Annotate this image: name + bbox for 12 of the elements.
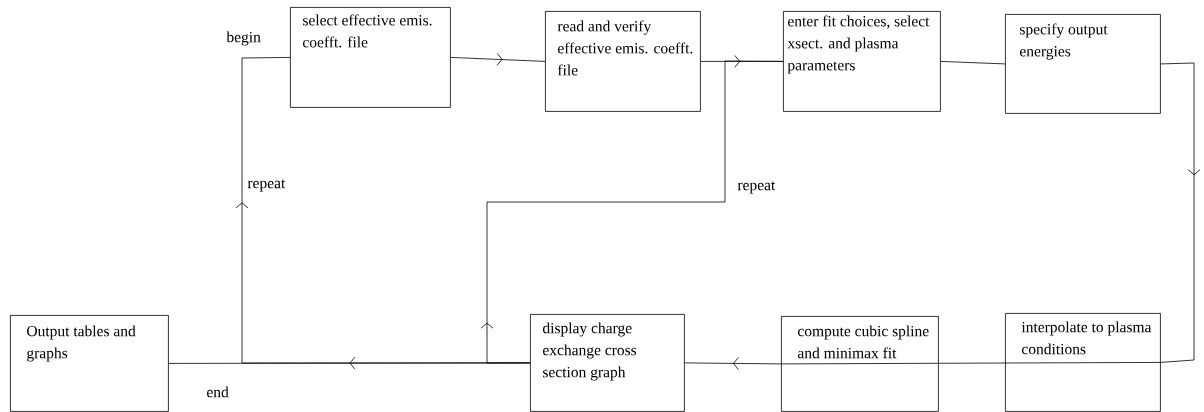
process-box: Output tables and graphs	[10, 315, 169, 412]
text-label: begin	[226, 31, 261, 46]
process-box: select effective emis. coefft. file	[290, 7, 451, 108]
process-box: compute cubic spline and minimax fit	[781, 316, 939, 412]
process-box: display charge exchange cross section graph	[530, 314, 685, 412]
edge-label: repeat	[737, 181, 776, 194]
process-box: read and verify effective emis. coefft. file	[545, 11, 701, 112]
text-label: end	[207, 386, 229, 398]
process-box: enter fit choices, select xsect. and plasma parameters	[783, 11, 941, 112]
process-box: specify output energies	[1005, 14, 1161, 114]
process-box: interpolate to plasma conditions	[1005, 313, 1161, 412]
edge-label: repeat	[247, 179, 286, 192]
